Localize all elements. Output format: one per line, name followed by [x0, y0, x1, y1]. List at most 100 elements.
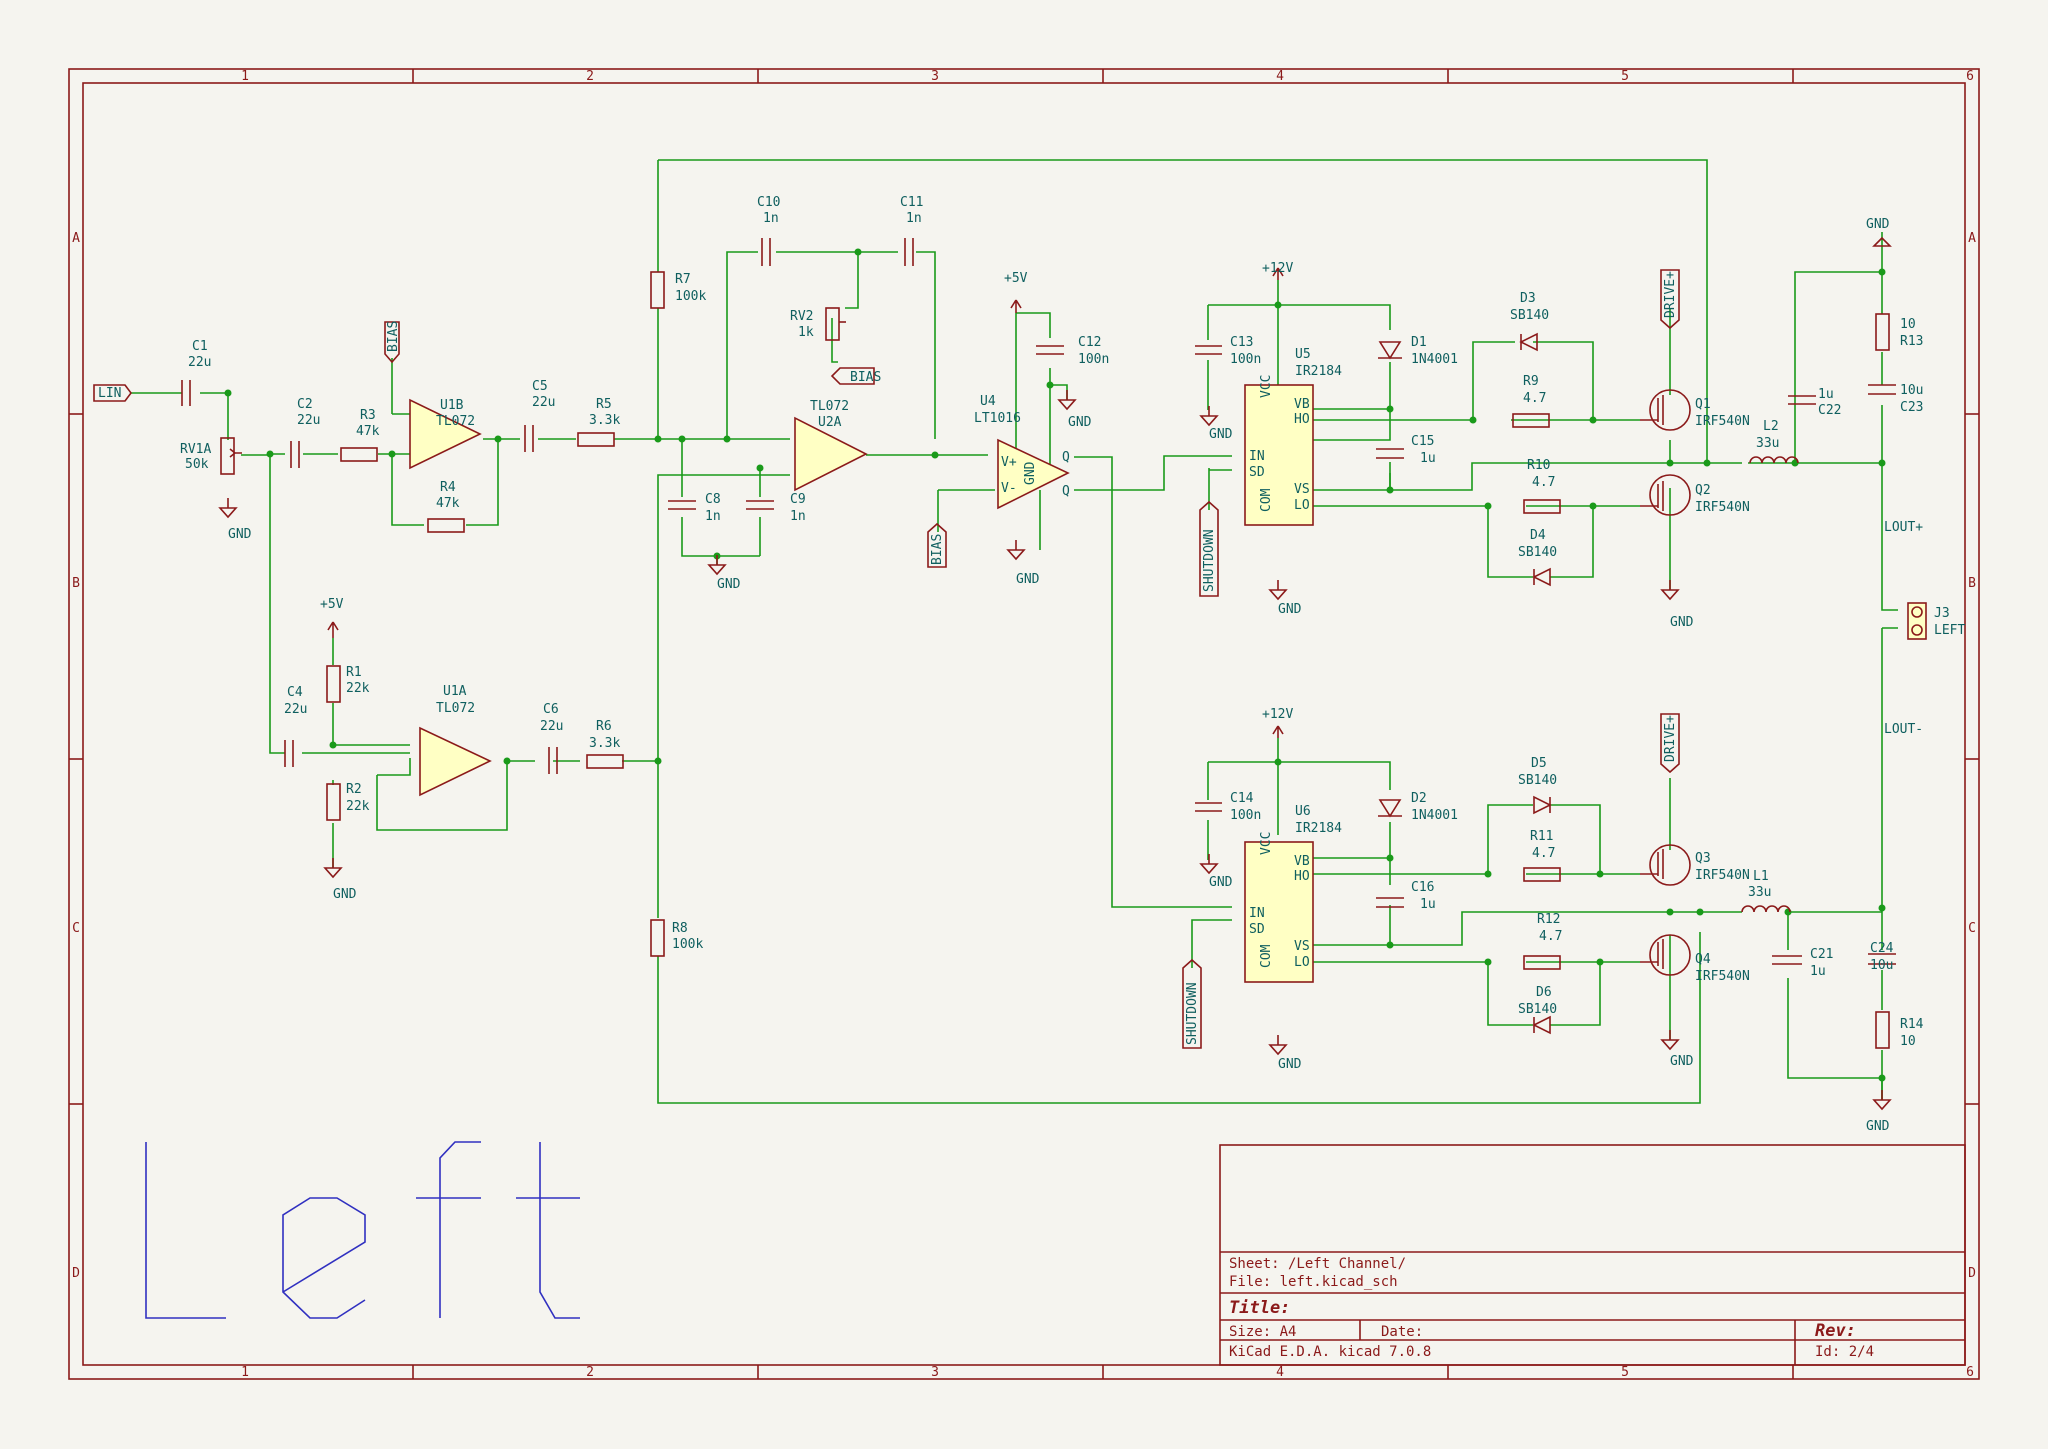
- net-bias-u1b: BIAS: [386, 321, 401, 352]
- label-d5: D5: [1531, 756, 1547, 771]
- junction-dot: [654, 435, 662, 443]
- value-c2: 22u: [297, 413, 320, 428]
- junction-dot: [678, 435, 686, 443]
- zone-row-right-0: A: [1968, 231, 1976, 246]
- label-r6: R6: [596, 719, 612, 734]
- tb-tool: KiCad E.D.A. kicad 7.0.8: [1229, 1344, 1431, 1360]
- junction-dot: [1666, 908, 1674, 916]
- junction-dot: [1484, 958, 1492, 966]
- gnd-r13: GND: [1866, 217, 1890, 232]
- ic-pin-name-14: Q: [1062, 450, 1070, 465]
- value-q2: IRF540N: [1695, 500, 1750, 515]
- net-loutm: LOUT-: [1884, 722, 1923, 737]
- label-rv1a: RV1A: [180, 442, 211, 457]
- value-r6: 3.3k: [589, 736, 620, 751]
- junction-dot: [1878, 1074, 1886, 1082]
- junction-dot: [1386, 486, 1394, 494]
- label-r8: R8: [672, 921, 688, 936]
- gnd-c8: GND: [717, 577, 741, 592]
- label-l1: L1: [1753, 869, 1769, 884]
- label-d1: D1: [1411, 335, 1427, 350]
- net-drive-q3: DRIVE+: [1663, 715, 1678, 762]
- label-r4: R4: [440, 480, 456, 495]
- zone-col-bottom-4: 4: [1276, 1365, 1284, 1380]
- value-r8: 100k: [672, 937, 703, 952]
- junction-dot: [1589, 502, 1597, 510]
- junction-dot: [494, 435, 502, 443]
- value-r2: 22k: [346, 799, 370, 814]
- label-r9: R9: [1523, 374, 1539, 389]
- ic-pin-name-12: V+: [1001, 455, 1017, 470]
- gnd-u6: GND: [1278, 1057, 1302, 1072]
- label-c11: C11: [900, 195, 923, 210]
- zone-col-2: 2: [586, 69, 594, 84]
- tb-title: Title:: [1229, 1298, 1290, 1318]
- zone-col-1: 1: [241, 69, 249, 84]
- net-shutdown-u6: SHUTDOWN: [1185, 982, 1200, 1045]
- tb-rev: Rev:: [1815, 1321, 1856, 1341]
- net-drive-q1: DRIVE+: [1663, 271, 1678, 318]
- label-j3: J3: [1934, 606, 1950, 621]
- label-c23: C23: [1900, 400, 1923, 415]
- power-5v-r1: +5V: [320, 597, 344, 612]
- value-d6: SB140: [1518, 1002, 1557, 1017]
- zone-col-3: 3: [931, 69, 939, 84]
- value-l1: 33u: [1748, 885, 1771, 900]
- ic-pin-name-5: LO: [1294, 498, 1310, 513]
- value-c1: 22u: [188, 355, 211, 370]
- junction-dot: [654, 757, 662, 765]
- zone-row-right-1: B: [1968, 576, 1976, 591]
- label-r3: R3: [360, 408, 376, 423]
- net-bias-u4: BIAS: [930, 534, 945, 565]
- junction-dot: [1696, 908, 1704, 916]
- junction-dot: [854, 248, 862, 256]
- junction-dot: [1791, 459, 1799, 467]
- junction-dot: [1589, 416, 1597, 424]
- label-q2: Q2: [1695, 483, 1711, 498]
- value-u1b: TL072: [436, 414, 475, 429]
- label-c21: C21: [1810, 947, 1833, 962]
- gnd-r14: GND: [1866, 1119, 1890, 1134]
- label-c1: C1: [192, 339, 208, 354]
- value-c6: 22u: [540, 719, 563, 734]
- value-r13: 10: [1900, 317, 1916, 332]
- zone-row-2: C: [72, 921, 80, 936]
- label-r5: R5: [596, 397, 612, 412]
- gnd-r2: GND: [333, 887, 357, 902]
- junction-dot: [1469, 416, 1477, 424]
- junction-dot: [1878, 904, 1886, 912]
- ic-pin-name-10: VS: [1294, 939, 1310, 954]
- label-d3: D3: [1520, 291, 1536, 306]
- gnd-q2: GND: [1670, 615, 1694, 630]
- zone-col-5: 5: [1621, 69, 1629, 84]
- value-c4: 22u: [284, 702, 307, 717]
- label-u5: U5: [1295, 347, 1311, 362]
- value-u6: IR2184: [1295, 821, 1342, 836]
- power-5v-u4: +5V: [1004, 271, 1028, 286]
- label-r13: R13: [1900, 334, 1923, 349]
- junction-dot: [1878, 268, 1886, 276]
- zone-row-3: D: [72, 1266, 80, 1281]
- tb-size: Size: A4: [1229, 1324, 1296, 1340]
- power-12v-u6: +12V: [1262, 707, 1293, 722]
- value-c13: 100n: [1230, 352, 1261, 367]
- tb-sheet: Sheet: /Left Channel/: [1229, 1256, 1406, 1272]
- ic-pin-name-15: Q: [1062, 484, 1070, 499]
- ic-pin-name-13: V-: [1001, 481, 1017, 496]
- net-lin: LIN: [98, 386, 121, 401]
- gnd-u5: GND: [1278, 602, 1302, 617]
- gnd-c13: GND: [1209, 427, 1233, 442]
- junction-dot: [503, 757, 511, 765]
- label-r11: R11: [1530, 829, 1553, 844]
- junction-dot: [1386, 941, 1394, 949]
- junction-dot: [1386, 854, 1394, 862]
- zone-row-right-2: C: [1968, 921, 1976, 936]
- pin-vcc-u6: VCC: [1259, 832, 1274, 855]
- value-r12: 4.7: [1539, 929, 1562, 944]
- label-d6: D6: [1536, 985, 1552, 1000]
- zone-col-bottom-3: 3: [931, 1365, 939, 1380]
- label-c8: C8: [705, 492, 721, 507]
- label-u1b: U1B: [440, 398, 464, 413]
